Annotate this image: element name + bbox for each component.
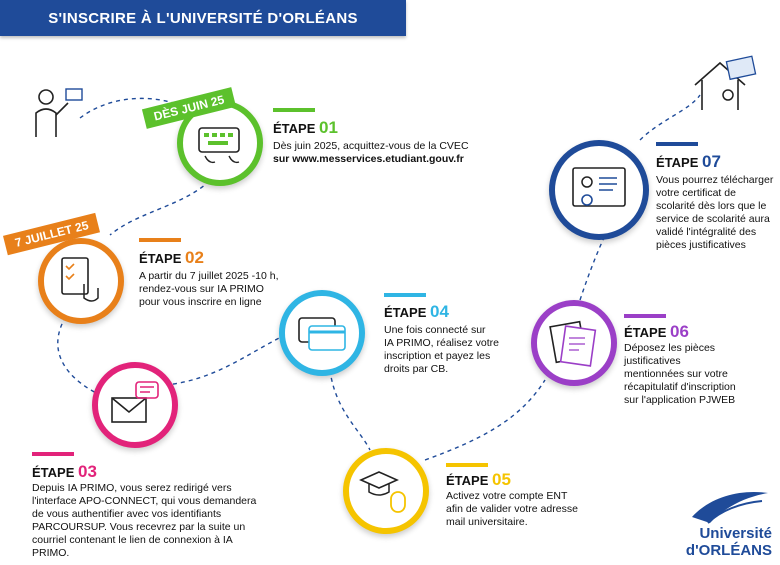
step6-heading: ÉTAPE 06 <box>624 322 689 341</box>
university-logo-text: Université d'ORLÉANS <box>685 525 772 559</box>
step3-circle <box>92 362 178 448</box>
step1-bar <box>273 108 315 112</box>
certificate-icon <box>572 167 626 207</box>
step5-bar <box>446 463 488 467</box>
checklist-hand-icon <box>61 257 99 302</box>
mail-icon <box>111 381 159 423</box>
step3-text: Depuis IA PRIMO, vous serez redirigé ver… <box>32 482 257 559</box>
step5-heading: ÉTAPE 05 <box>446 470 511 489</box>
documents-icon <box>549 320 597 367</box>
keyboard-icon <box>198 127 240 164</box>
step4-heading: ÉTAPE 04 <box>384 302 449 321</box>
step7-heading: ÉTAPE 07 <box>656 152 721 171</box>
graduation-mouse-icon <box>359 471 406 513</box>
step2-bar <box>139 238 181 242</box>
step1-heading: ÉTAPE 01 <box>273 118 338 137</box>
university-logo-mark <box>692 492 768 524</box>
credit-card-icon <box>298 317 346 351</box>
page-title: S'INSCRIRE À L'UNIVERSITÉ D'ORLÉANS <box>0 0 406 36</box>
step7-bar <box>656 142 698 146</box>
step3-bar <box>32 452 74 456</box>
step2-circle <box>38 238 124 324</box>
step3-heading: ÉTAPE 03 <box>32 462 97 481</box>
step4-circle <box>279 290 365 376</box>
step2-text: A partir du 7 juillet 2025 -10 h,rendez-… <box>139 270 279 308</box>
home-icon <box>694 55 757 110</box>
step6-circle <box>531 300 617 386</box>
step5-circle <box>343 448 429 534</box>
student-icon <box>35 88 83 137</box>
step6-bar <box>624 314 666 318</box>
step4-bar <box>384 293 426 297</box>
step1-text: Dès juin 2025, acquittez-vous de la CVEC… <box>273 140 469 165</box>
step2-heading: ÉTAPE 02 <box>139 248 204 267</box>
step7-circle <box>549 140 649 240</box>
